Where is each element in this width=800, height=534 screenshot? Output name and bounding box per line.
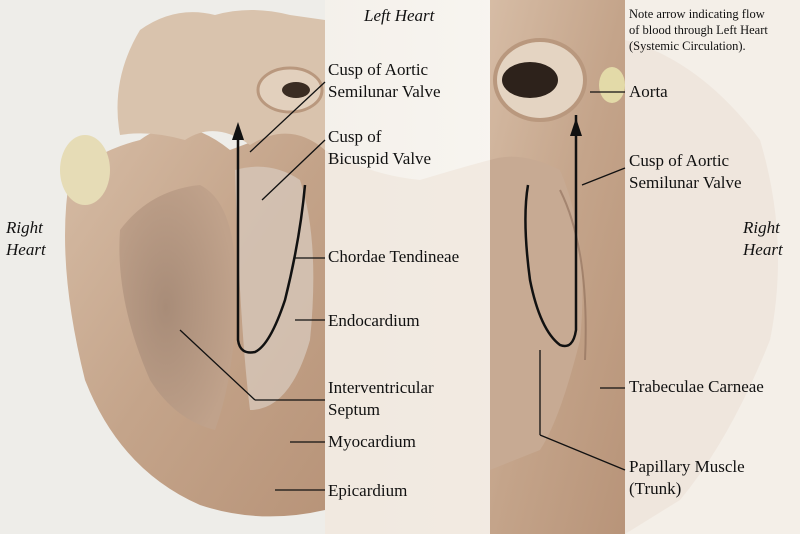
label-trabeculae: Trabeculae Carneae bbox=[629, 377, 764, 396]
leader-lines-left bbox=[179, 81, 326, 491]
label-cusp-aortic-left-line1: Cusp of Aortic bbox=[328, 60, 429, 79]
label-cusp-bicuspid-line2: Bicuspid Valve bbox=[328, 149, 432, 168]
label-septum: Interventricular Septum bbox=[328, 377, 434, 421]
right-heart-label-left: Right Heart bbox=[6, 217, 46, 261]
left-heart-label: Left Heart bbox=[364, 6, 435, 25]
flow-note-line2: of blood through Left Heart bbox=[629, 23, 768, 37]
label-papillary: Papillary Muscle (Trunk) bbox=[629, 456, 745, 500]
right-heart-label-right: Right Heart bbox=[743, 217, 783, 261]
flow-note-line3: (Systemic Circulation). bbox=[629, 39, 746, 53]
label-myocardium: Myocardium bbox=[328, 432, 416, 451]
flow-arrow-left bbox=[236, 135, 307, 354]
label-cusp-bicuspid-line1: Cusp of bbox=[328, 127, 382, 146]
label-epicardium: Epicardium bbox=[328, 481, 408, 500]
label-cusp-aortic-right-line2: Semilunar Valve bbox=[629, 173, 742, 192]
flow-note-line1: Note arrow indicating flow bbox=[629, 7, 765, 21]
flow-note: Note arrow indicating flow of blood thro… bbox=[629, 6, 768, 54]
label-cusp-aortic-left-line2: Semilunar Valve bbox=[328, 82, 441, 101]
label-septum-line1: Interventricular bbox=[328, 378, 434, 397]
right-heart-left-line1: Right bbox=[6, 218, 43, 237]
label-cusp-aortic-right-line1: Cusp of Aortic bbox=[629, 151, 730, 170]
label-cusp-aortic-left: Cusp of Aortic Semilunar Valve bbox=[328, 59, 441, 103]
label-endocardium: Endocardium bbox=[328, 311, 420, 330]
label-septum-line2: Septum bbox=[328, 400, 380, 419]
label-aorta: Aorta bbox=[629, 82, 668, 101]
right-heart-right-line1: Right bbox=[743, 218, 780, 237]
right-heart-right-line2: Heart bbox=[743, 240, 783, 259]
label-cusp-bicuspid: Cusp of Bicuspid Valve bbox=[328, 126, 431, 170]
label-chordae: Chordae Tendineae bbox=[328, 247, 460, 266]
flow-arrow-right bbox=[524, 115, 578, 348]
label-cusp-aortic-right: Cusp of Aortic Semilunar Valve bbox=[629, 150, 742, 194]
leader-lines-right bbox=[539, 91, 626, 471]
label-papillary-line2: (Trunk) bbox=[629, 479, 682, 498]
right-heart-left-line2: Heart bbox=[6, 240, 46, 259]
label-papillary-line1: Papillary Muscle bbox=[629, 457, 745, 476]
